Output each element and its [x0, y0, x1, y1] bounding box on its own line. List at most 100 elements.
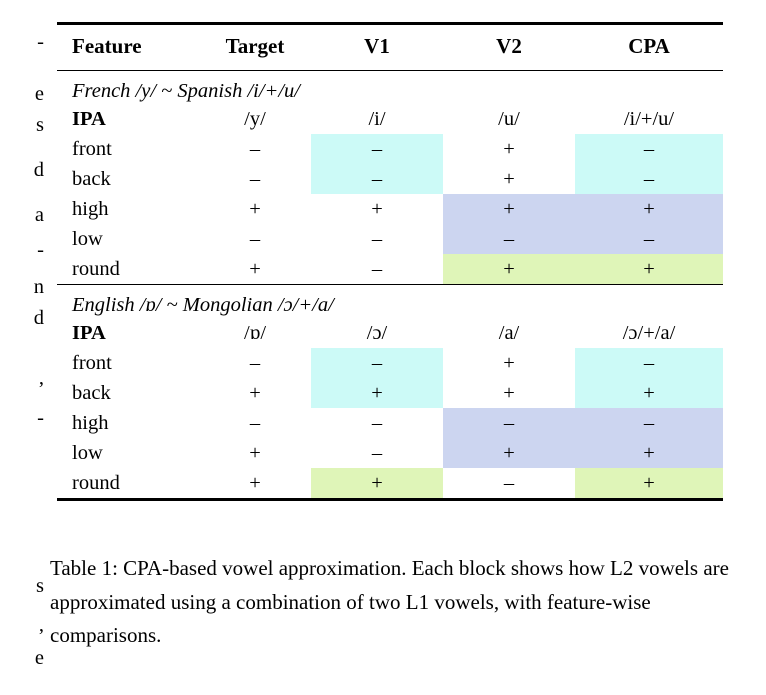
rule-line: [57, 498, 723, 502]
block-title: French /y/ ~ Spanish /i/+/u/: [72, 80, 301, 102]
table-row: back – – + –: [57, 164, 723, 194]
cell-back-target: –: [249, 168, 261, 190]
table-row: IPA/y/ /i/ /u/ /i/+/u/: [57, 104, 723, 134]
table-top-rule: [57, 22, 723, 26]
clipped-text-fragment: d: [33, 307, 44, 329]
feature-label-ipa: IPA: [72, 322, 106, 344]
cell-low-v2: –: [443, 224, 575, 254]
cell-high-target: –: [249, 412, 261, 434]
cell-back-v2: +: [503, 382, 515, 404]
table-row: high––––: [57, 408, 723, 438]
table-row: IPA/ɒ//ɔ//a//ɔ/+/a/: [57, 318, 723, 348]
table-row: front – – + –: [57, 348, 723, 378]
cell-high-v2: +: [443, 194, 575, 224]
table-row: low––––: [57, 224, 723, 254]
feature-label-front: front: [72, 352, 112, 374]
cell-back-target: +: [249, 382, 261, 404]
cell-round-v2: –: [503, 472, 515, 494]
block-title: English /ɒ/ ~ Mongolian /ɔ/+/a/: [72, 294, 334, 316]
cpa-vowel-table: Feature Target V1 V2 CPA French /y/ ~ Spanish…: [57, 22, 723, 502]
cell-back-cpa: +: [575, 378, 723, 408]
cell-ipa-v1: /ɔ/: [366, 322, 388, 344]
cell-high-v1: –: [371, 412, 383, 434]
rule-line: [57, 284, 723, 285]
feature-label-low: low: [72, 442, 103, 464]
cell-round-v2: +: [443, 254, 575, 285]
cell-high-v2: –: [443, 408, 575, 438]
column-header-v2: V2: [496, 34, 522, 58]
cell-front-v1: –: [311, 134, 443, 164]
cell-low-cpa: +: [575, 438, 723, 468]
table-row: round++–+: [57, 468, 723, 500]
column-header-target: Target: [225, 34, 285, 58]
table-container: Feature Target V1 V2 CPA French /y/ ~ Spanish…: [57, 22, 723, 502]
clipped-text-fragment: -: [37, 407, 44, 429]
clipped-text-fragment: s: [36, 114, 44, 136]
cell-back-v1: –: [311, 164, 443, 194]
table-row: front––+–: [57, 134, 723, 164]
table-row: low+–++: [57, 438, 723, 468]
cell-back-v2: +: [503, 168, 515, 190]
feature-label-ipa: IPA: [72, 108, 106, 130]
table-row: round+–++: [57, 254, 723, 285]
cell-high-cpa: –: [575, 408, 723, 438]
cell-high-v1: +: [371, 198, 383, 220]
cell-front-cpa: –: [575, 134, 723, 164]
clipped-text-fragment: s: [36, 575, 44, 597]
column-header-cpa: CPA: [628, 34, 670, 58]
cell-round-cpa: +: [575, 254, 723, 285]
column-header-feature: Feature: [72, 34, 142, 58]
cell-low-target: –: [249, 228, 261, 250]
cell-back-v1: +: [311, 378, 443, 408]
cell-round-v1: +: [311, 468, 443, 500]
rule-line: [57, 22, 723, 26]
clipped-text-fragment: a: [34, 204, 44, 226]
table-row: high++++: [57, 194, 723, 224]
clipped-text-fragment: -: [37, 31, 44, 53]
feature-label-back: back: [72, 168, 111, 190]
feature-label-round: round: [72, 258, 120, 280]
header-separator-rule: [57, 70, 723, 71]
cell-round-cpa: +: [575, 468, 723, 500]
clipped-text-fragment: e: [34, 83, 44, 105]
feature-label-front: front: [72, 138, 112, 160]
feature-label-high: high: [72, 198, 109, 220]
cell-front-v2: +: [503, 138, 515, 160]
cell-ipa-v2: /u/: [498, 108, 520, 130]
block-title-row: French /y/ ~ Spanish /i/+/u/: [57, 71, 723, 104]
cell-round-target: +: [249, 258, 261, 280]
cell-high-cpa: +: [575, 194, 723, 224]
block-separator-rule: [57, 284, 723, 285]
cell-round-v1: –: [371, 258, 383, 280]
table-bottom-rule: [57, 498, 723, 502]
clipped-text-fragment: e: [34, 647, 44, 669]
cell-ipa-target: /ɒ/: [243, 322, 267, 344]
cell-back-cpa: –: [575, 164, 723, 194]
clipped-text-fragment: d: [33, 159, 44, 181]
clipped-text-fragment: ,: [38, 367, 44, 389]
cell-low-target: +: [249, 442, 261, 464]
cell-low-v1: –: [371, 442, 383, 464]
cell-ipa-cpa: /i/+/u/: [623, 108, 675, 130]
feature-label-high: high: [72, 412, 109, 434]
clipped-text-fragment: ,: [38, 614, 44, 636]
cell-front-target: –: [249, 352, 261, 374]
column-header-v1: V1: [364, 34, 390, 58]
cell-ipa-v1: /i/: [368, 108, 386, 130]
cell-high-target: +: [249, 198, 261, 220]
clipped-text-fragment: n: [33, 276, 44, 298]
cell-ipa-target: /y/: [244, 108, 266, 130]
cell-low-cpa: –: [575, 224, 723, 254]
cell-ipa-cpa: /ɔ/+/a/: [622, 322, 676, 344]
cell-front-v1: –: [311, 348, 443, 378]
clipped-text-fragment: -: [37, 239, 44, 261]
feature-label-low: low: [72, 228, 103, 250]
cell-front-v2: +: [503, 352, 515, 374]
table-row: back + + + +: [57, 378, 723, 408]
feature-label-back: back: [72, 382, 111, 404]
table-header-row: Feature Target V1 V2 CPA: [57, 25, 723, 71]
cell-front-cpa: –: [575, 348, 723, 378]
table-caption: Table 1: CPA-based vowel approximation. …: [50, 556, 729, 647]
cell-low-v1: –: [371, 228, 383, 250]
